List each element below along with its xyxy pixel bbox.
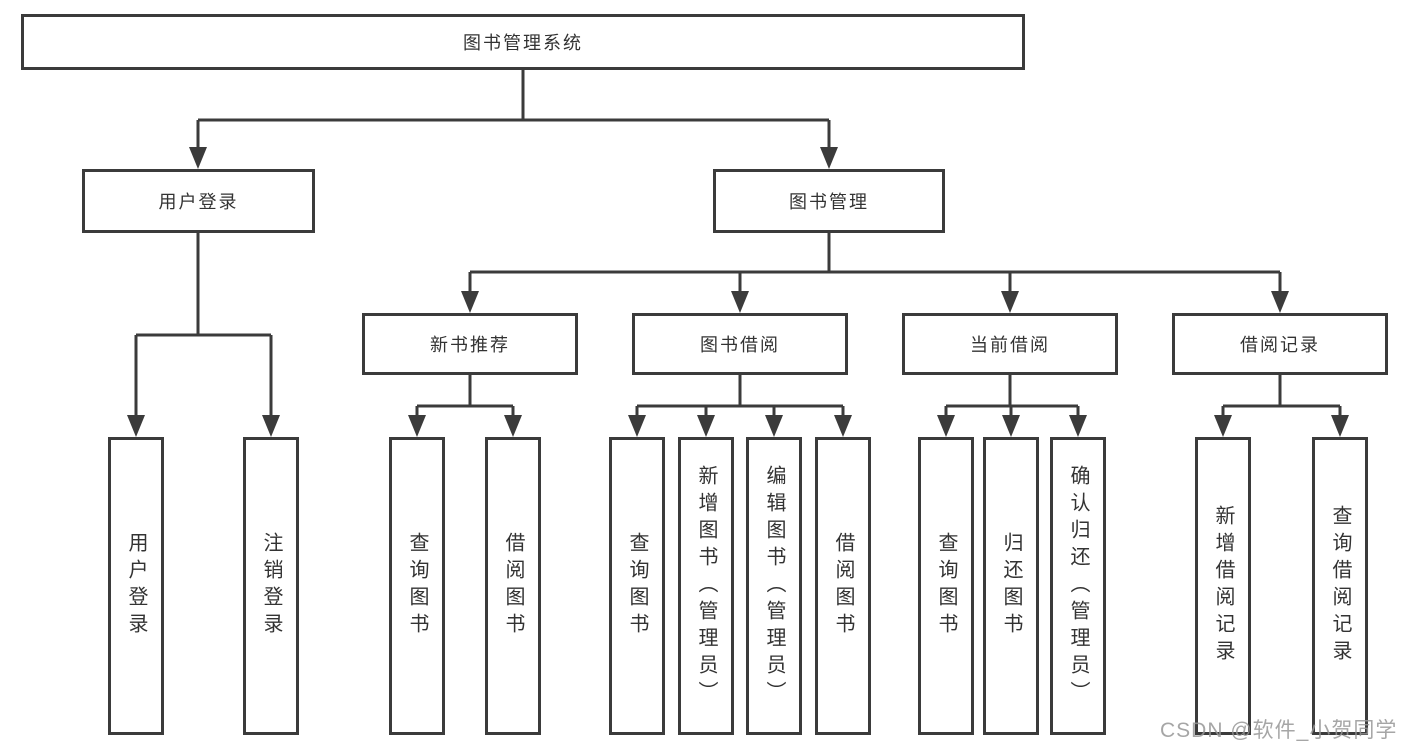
leaf-logout: 注销登录 bbox=[243, 437, 299, 735]
leaf-add-book-admin-label: 新增图书（管理员） bbox=[695, 464, 717, 708]
leaf-user-login: 用户登录 bbox=[108, 437, 164, 735]
leaf-return-book-label: 归还图书 bbox=[1000, 532, 1022, 640]
leaf-add-borrow-record: 新增借阅记录 bbox=[1195, 437, 1251, 735]
leaf-query-book-current-label: 查询图书 bbox=[935, 532, 957, 640]
arrowheads bbox=[127, 147, 1349, 437]
leaf-borrow-book-borrowing: 借阅图书 bbox=[815, 437, 871, 735]
leaf-query-book-recommend: 查询图书 bbox=[389, 437, 445, 735]
node-book-borrowing: 图书借阅 bbox=[632, 313, 848, 375]
node-new-book-recommend: 新书推荐 bbox=[362, 313, 578, 375]
leaf-borrow-book-recommend-label: 借阅图书 bbox=[502, 532, 524, 640]
leaf-borrow-book-recommend: 借阅图书 bbox=[485, 437, 541, 735]
leaf-confirm-return-admin: 确认归还（管理员） bbox=[1050, 437, 1106, 735]
leaf-add-book-admin: 新增图书（管理员） bbox=[678, 437, 734, 735]
leaf-add-borrow-record-label: 新增借阅记录 bbox=[1212, 505, 1234, 667]
leaf-query-book-current: 查询图书 bbox=[918, 437, 974, 735]
leaf-logout-label: 注销登录 bbox=[260, 532, 282, 640]
leaf-return-book: 归还图书 bbox=[983, 437, 1039, 735]
leaf-query-borrow-record-label: 查询借阅记录 bbox=[1329, 505, 1351, 667]
csdn-watermark: CSDN @软件_小贺同学 bbox=[1160, 719, 1398, 742]
leaf-borrow-book-borrowing-label: 借阅图书 bbox=[832, 532, 854, 640]
node-book-management: 图书管理 bbox=[713, 169, 945, 233]
leaf-query-book-borrowing-label: 查询图书 bbox=[626, 532, 648, 640]
leaf-edit-book-admin: 编辑图书（管理员） bbox=[746, 437, 802, 735]
node-user-login: 用户登录 bbox=[82, 169, 315, 233]
node-borrow-records: 借阅记录 bbox=[1172, 313, 1388, 375]
leaf-query-borrow-record: 查询借阅记录 bbox=[1312, 437, 1368, 735]
node-current-borrowing: 当前借阅 bbox=[902, 313, 1118, 375]
leaf-query-book-recommend-label: 查询图书 bbox=[406, 532, 428, 640]
node-root-system: 图书管理系统 bbox=[21, 14, 1025, 70]
leaf-query-book-borrowing: 查询图书 bbox=[609, 437, 665, 735]
leaf-confirm-return-admin-label: 确认归还（管理员） bbox=[1067, 464, 1089, 708]
leaf-user-login-label: 用户登录 bbox=[125, 532, 147, 640]
leaf-edit-book-admin-label: 编辑图书（管理员） bbox=[763, 464, 785, 708]
